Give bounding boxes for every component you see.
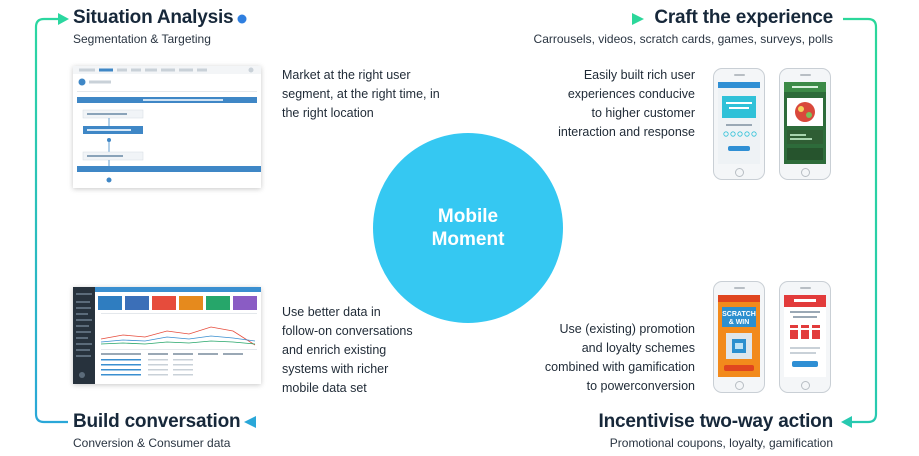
situation-analysis-subtitle: Segmentation & Targeting [73, 32, 211, 46]
phone-speaker [734, 287, 745, 289]
incentivise-description-line: to powerconversion [586, 379, 695, 393]
segmentation-workflow-screenshot [73, 66, 261, 188]
build-conversation-title: Build conversation [73, 411, 241, 432]
incentivise-description-line: Use (existing) promotion [559, 322, 695, 336]
phone-speaker [800, 287, 811, 289]
phone-scratch-screen: SCRATCH & WIN [718, 295, 760, 377]
situation-description-line: the right location [282, 106, 374, 120]
build-description-line: follow-on conversations [282, 324, 413, 338]
scratch-label-line1: SCRATCH [722, 311, 756, 318]
coupon-screen-art [784, 295, 826, 377]
arrow-craft-to-incentivise [841, 17, 878, 428]
build-description-line: and enrich existing [282, 343, 387, 357]
build-conversation-subtitle: Conversion & Consumer data [73, 436, 231, 450]
analytics-dashboard-screenshot [73, 287, 261, 384]
build-description-line: systems with richer [282, 362, 389, 376]
phone-carousel-screen [784, 82, 826, 164]
situation-description: Market at the right user segment, at the… [282, 66, 440, 123]
workflow-thumbnail [73, 66, 261, 183]
phone-survey-screen [718, 82, 760, 164]
incentivise-description-line: and loyalty schemes [581, 341, 695, 355]
arrow-situation-to-craft [237, 13, 644, 25]
phone-home-button [735, 168, 744, 177]
situation-description-line: Market at the right user [282, 68, 411, 82]
craft-experience-subtitle: Carrousels, videos, scratch cards, games… [533, 32, 833, 46]
survey-screen-art [718, 82, 760, 164]
mobile-moment-circle: Mobile Moment [373, 133, 563, 323]
build-description-line: Use better data in [282, 305, 381, 319]
phone-speaker [734, 74, 745, 76]
center-label-line2: Moment [431, 229, 505, 250]
incentivise-description: Use (existing) promotion and loyalty sch… [545, 320, 695, 396]
craft-description-line: to higher customer [591, 106, 695, 120]
scratch-label-line2: & WIN [729, 319, 750, 326]
craft-description: Easily built rich user experiences condu… [558, 66, 695, 142]
craft-description-line: interaction and response [558, 125, 695, 139]
build-description: Use better data in follow-on conversatio… [282, 303, 413, 398]
dashboard-thumbnail [73, 287, 261, 384]
arrow-build-to-situation [34, 13, 69, 424]
craft-description-line: experiences conducive [567, 87, 695, 101]
craft-description-line: Easily built rich user [583, 68, 695, 82]
situation-description-line: segment, at the right time, in [282, 87, 440, 101]
scratch-screen-art: SCRATCH & WIN [718, 295, 760, 377]
phone-scratch-card: SCRATCH & WIN [713, 281, 765, 393]
phone-coupon-screen [784, 295, 826, 377]
phone-speaker [800, 74, 811, 76]
incentivise-description-line: combined with gamification [544, 360, 695, 374]
arrow-incentivise-to-build [244, 416, 597, 428]
phone-home-button [735, 381, 744, 390]
situation-analysis-title: Situation Analysis [73, 7, 234, 28]
incentivise-action-subtitle: Promotional coupons, loyalty, gamificati… [609, 436, 833, 450]
phone-carousel [779, 68, 831, 180]
craft-experience-title: Craft the experience [654, 7, 833, 28]
phone-home-button [801, 381, 810, 390]
center-label-line1: Mobile [437, 206, 499, 227]
incentivise-action-title: Incentivise two-way action [598, 411, 834, 432]
carousel-screen-art [784, 82, 826, 164]
build-description-line: mobile data set [282, 381, 367, 395]
phone-coupon [779, 281, 831, 393]
phone-survey [713, 68, 765, 180]
phone-home-button [801, 168, 810, 177]
